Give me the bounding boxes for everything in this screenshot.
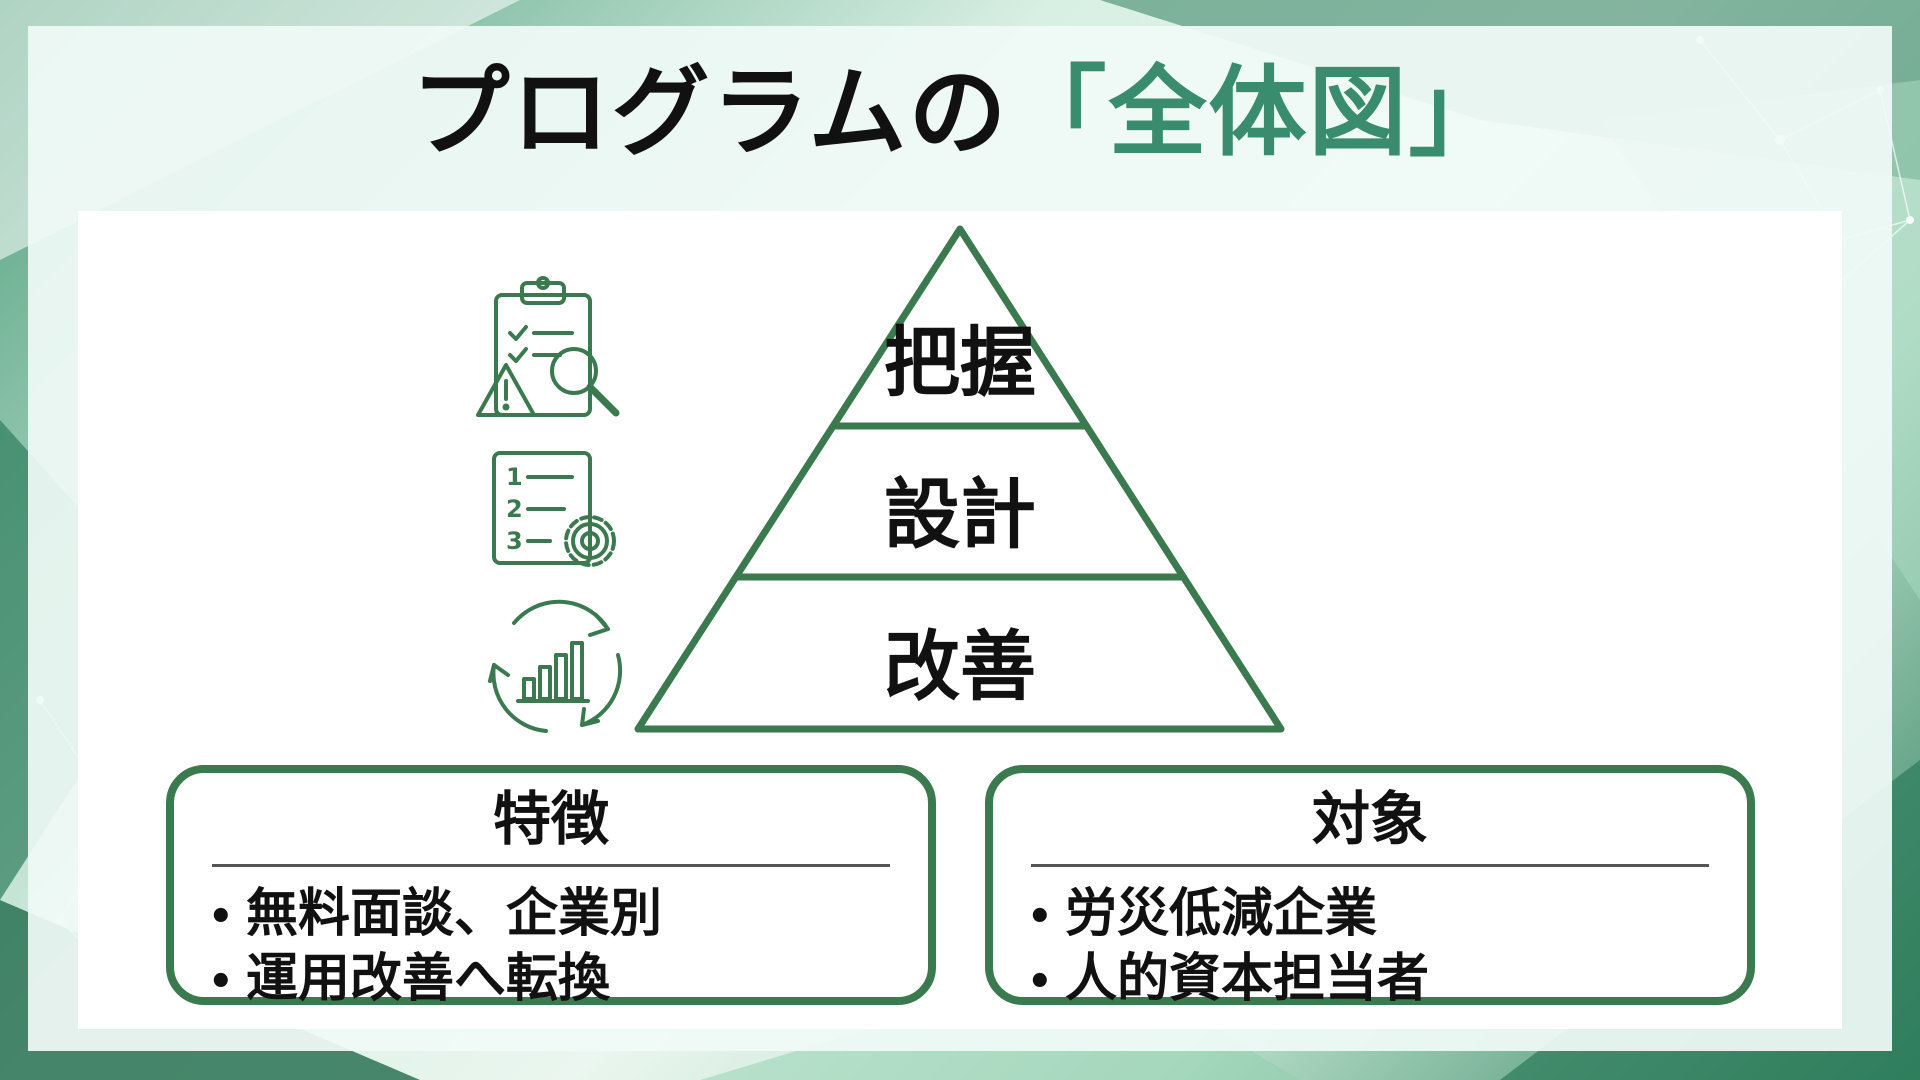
targets-divider [1031, 864, 1709, 867]
bullet-icon: • [1027, 894, 1053, 940]
targets-item-text: 労災低減企業 [1065, 884, 1378, 944]
features-item: • 無料面談、企業別 [208, 883, 662, 948]
features-item: • 運用改善へ転換 [208, 948, 662, 1013]
title-accent: 「全体図」 [1008, 56, 1509, 170]
clipboard-checklist-magnifier-icon [476, 276, 620, 417]
pyramid-outline [634, 225, 1285, 733]
targets-item: • 労災低減企業 [1027, 883, 1429, 948]
svg-text:3: 3 [506, 527, 523, 555]
features-divider [212, 864, 890, 867]
features-item-text: 運用改善へ転換 [246, 949, 611, 1009]
targets-heading: 対象 [1311, 785, 1428, 853]
title-prefix: プログラムの [411, 56, 1009, 170]
bullet-icon: • [208, 959, 234, 1005]
features-item-text: 無料面談、企業別 [246, 884, 663, 944]
targets-box: 対象 • 労災低減企業 • 人的資本担当者 [985, 765, 1755, 1009]
cycle-bar-chart-icon [488, 599, 623, 733]
svg-text:1: 1 [506, 463, 523, 491]
svg-text:2: 2 [506, 495, 523, 523]
diagram-area: 把握 設計 改善 1 2 [78, 211, 1842, 1029]
targets-list: • 労災低減企業 • 人的資本担当者 [1027, 883, 1429, 1013]
pyramid-diagram: 把握 設計 改善 1 2 [476, 225, 1285, 733]
pyramid-level-3-label: 改善 [884, 622, 1036, 711]
targets-item: • 人的資本担当者 [1027, 948, 1429, 1013]
numbered-list-gear-icon: 1 2 3 [492, 451, 616, 567]
pyramid-level-1-label: 把握 [884, 318, 1036, 407]
features-box: 特徴 • 無料面談、企業別 • 運用改善へ転換 [166, 765, 936, 1009]
targets-item-text: 人的資本担当者 [1065, 949, 1430, 1009]
page-title: プログラムの「全体図」 [0, 48, 1920, 178]
pyramid-level-2-label: 設計 [884, 470, 1036, 559]
features-list: • 無料面談、企業別 • 運用改善へ転換 [208, 883, 662, 1013]
features-heading: 特徴 [492, 785, 609, 853]
bullet-icon: • [1027, 959, 1053, 1005]
bullet-icon: • [208, 894, 234, 940]
